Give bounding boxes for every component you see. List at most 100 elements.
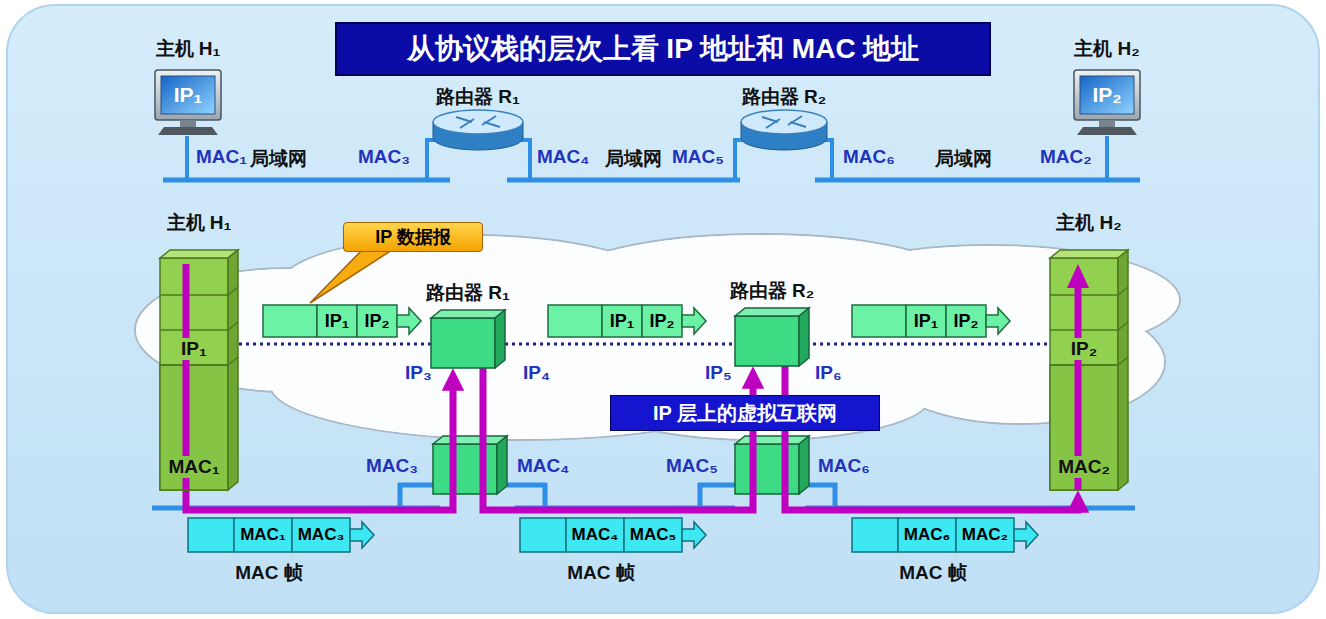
lan-bottom <box>152 485 1135 508</box>
title-text: 从协议栈的层次上看 IP 地址和 MAC 地址 <box>393 30 934 68</box>
pc-node: 主机 H₁IP₁ <box>152 70 224 136</box>
frame-label: MAC 帧 <box>520 560 682 586</box>
network-label: IP₄ <box>523 362 550 384</box>
pc-node: 主机 H₂IP₂ <box>1071 70 1143 136</box>
ip-field: IP₁ <box>906 305 946 337</box>
monitor-stand <box>180 120 196 127</box>
direction-arrow <box>1014 522 1038 548</box>
cube-top <box>431 310 505 318</box>
shape <box>735 436 809 444</box>
router-label: 路由器 R₂ <box>742 84 826 110</box>
shape <box>815 178 1140 183</box>
mac-field: MAC₁ <box>234 518 292 552</box>
mac-frame-cell <box>234 518 292 552</box>
shape <box>700 485 735 508</box>
ip-field: IP₂ <box>642 305 682 337</box>
frame-node: MAC₁MAC₃MAC 帧 <box>188 518 376 552</box>
cube-front <box>735 316 799 366</box>
network-label: MAC₆ <box>843 146 895 168</box>
direction-arrow <box>350 522 374 548</box>
shape <box>799 436 809 494</box>
ip-field: IP₁ <box>602 305 642 337</box>
mac-frame-cell <box>520 518 566 552</box>
network-label: MAC₄ <box>537 146 589 168</box>
title-box: 从协议栈的层次上看 IP 地址和 MAC 地址 <box>335 22 991 76</box>
shape <box>341 271 939 409</box>
mac-layer-label: MAC₁ <box>166 456 221 478</box>
cube-top <box>735 308 809 316</box>
router-label: 路由器 R₁ <box>436 84 520 110</box>
network-label: MAC₄ <box>517 455 569 477</box>
callout-text: IP 数据报 <box>344 223 482 251</box>
monitor-frame <box>155 70 221 120</box>
direction-arrow <box>397 308 421 334</box>
mac-frame-cell <box>956 518 1014 552</box>
frame-node: MAC₆MAC₂MAC 帧 <box>852 518 1040 552</box>
shape <box>400 485 433 508</box>
shape <box>735 140 745 180</box>
ip-field: IP₂ <box>946 305 986 337</box>
network-label: MAC₃ <box>358 146 410 168</box>
stack-side <box>228 250 238 490</box>
mac-frame-cell <box>292 518 350 552</box>
ip-address: IP₁ <box>161 76 215 114</box>
ip-datagram-cell <box>906 305 946 337</box>
virtual-link <box>232 343 1050 346</box>
shape <box>163 178 450 183</box>
direction-arrow <box>986 308 1010 334</box>
network-label: 局域网 <box>250 146 307 172</box>
stack-lower <box>160 365 228 490</box>
network-label: MAC₆ <box>818 455 870 477</box>
mac-field: MAC₆ <box>898 518 956 552</box>
host-label: 主机 H₁ <box>156 36 221 62</box>
direction-arrow <box>682 308 706 334</box>
frame-label: MAC 帧 <box>852 560 1014 586</box>
flow-connector <box>483 368 753 510</box>
monitor-base <box>1077 127 1137 135</box>
lan-top <box>163 178 1140 183</box>
mac-field: MAC₃ <box>292 518 350 552</box>
mac-field: MAC₄ <box>566 518 624 552</box>
monitor-stand <box>1099 120 1115 127</box>
router-ip-box <box>735 308 809 366</box>
router-top <box>741 110 827 134</box>
mac-frame-cell <box>566 518 624 552</box>
host-label: 主机 H₂ <box>1056 210 1121 236</box>
network-label: MAC₂ <box>1040 146 1092 168</box>
network-label: IP₆ <box>815 362 842 384</box>
network-label: MAC₁ <box>196 146 247 168</box>
frame-label: MAC 帧 <box>188 560 350 586</box>
router-ip-box <box>431 310 505 368</box>
shape <box>185 136 189 180</box>
ip-datagram-cell <box>602 305 642 337</box>
protocol-stack <box>160 250 238 490</box>
shape <box>735 444 799 494</box>
stack-top <box>1050 250 1128 258</box>
callout-node: IP 数据报 <box>343 222 483 252</box>
direction-arrow <box>682 522 706 548</box>
ip-datagram-cell <box>852 305 906 337</box>
network-label: MAC₅ <box>672 146 724 168</box>
router-arrows <box>456 116 500 128</box>
monitor-frame <box>1074 70 1140 120</box>
stack-node: 主机 H₁IP₁MAC₁ <box>160 250 238 490</box>
mac-frame-cell <box>188 518 234 552</box>
cube-side <box>799 308 809 366</box>
lan-drops <box>187 136 1107 180</box>
router-node: 路由器 R₁ <box>433 110 523 152</box>
ip-layer-label: IP₂ <box>1069 338 1099 360</box>
callout-tail <box>310 250 392 303</box>
router-mac-box <box>735 436 809 494</box>
background-panel <box>7 5 1319 613</box>
stack-front <box>160 258 228 490</box>
shape <box>823 140 832 180</box>
stack-lower <box>1050 365 1118 490</box>
ip-datagram-cell <box>263 305 317 337</box>
cube-front <box>431 318 495 368</box>
network-label: 局域网 <box>605 146 662 172</box>
mac-field: MAC₅ <box>624 518 682 552</box>
cloud-fill <box>136 235 1179 439</box>
router-icon <box>433 110 523 152</box>
mac-frame-cell <box>624 518 682 552</box>
